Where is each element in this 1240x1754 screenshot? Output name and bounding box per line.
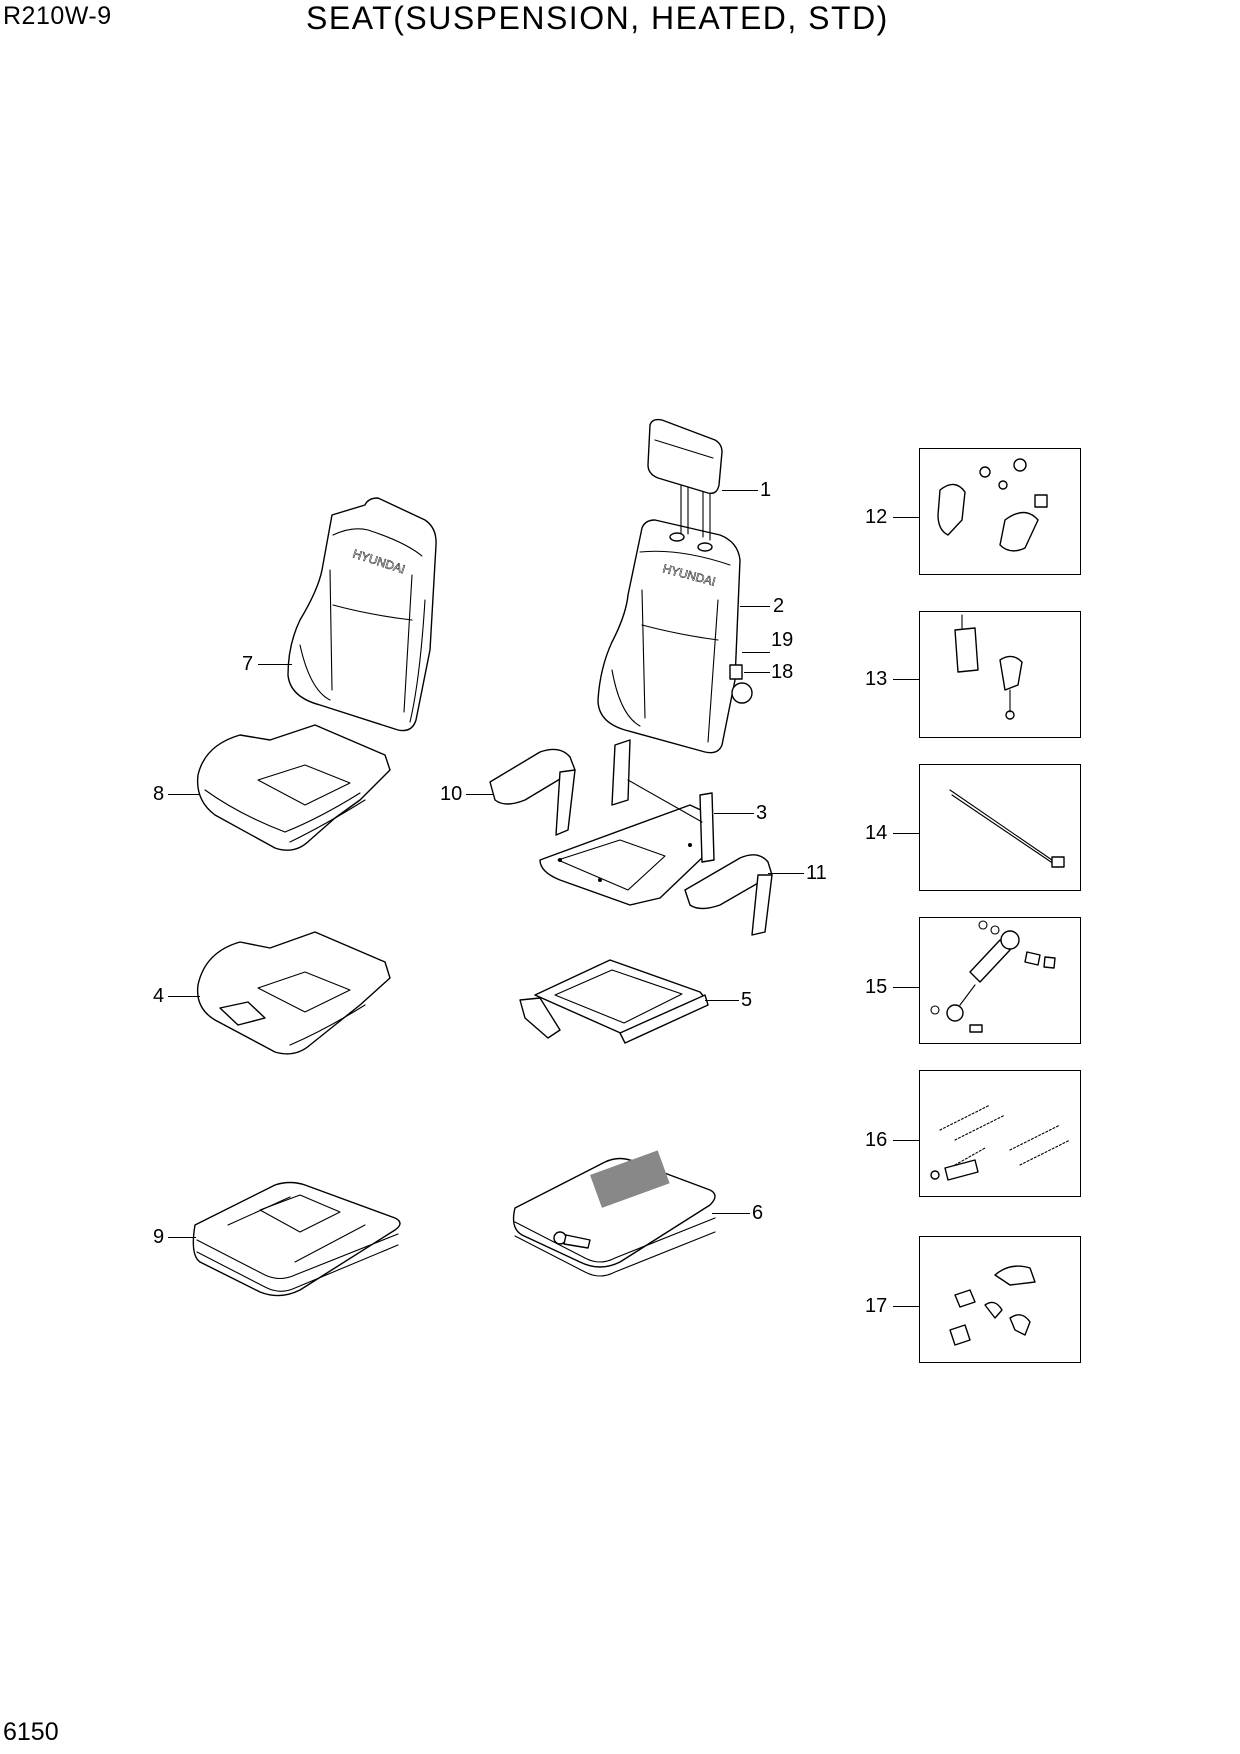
callout-4: 4 xyxy=(153,985,165,1007)
leader-16 xyxy=(893,1140,919,1141)
part-3-seat-frame xyxy=(539,739,715,906)
detail-box-13 xyxy=(919,611,1081,738)
detail-box-16 xyxy=(919,1070,1081,1197)
callout-18: 18 xyxy=(771,661,794,683)
leader-2 xyxy=(740,606,770,607)
callout-15: 15 xyxy=(865,976,888,998)
callout-7: 7 xyxy=(242,653,254,675)
page-number: 6150 xyxy=(3,1718,59,1746)
callout-9: 9 xyxy=(153,1226,165,1248)
detail-box-17 xyxy=(919,1236,1081,1363)
callout-1: 1 xyxy=(760,479,772,501)
leader-9 xyxy=(168,1237,196,1238)
leader-8 xyxy=(168,794,200,795)
part-11-armrest-right xyxy=(684,854,773,936)
part-4-seat-cushion xyxy=(196,931,391,1055)
callout-13: 13 xyxy=(865,668,888,690)
leader-15 xyxy=(893,987,919,988)
leader-4 xyxy=(168,996,200,997)
leader-5 xyxy=(705,1000,739,1001)
leader-10 xyxy=(466,794,494,795)
detail-box-14 xyxy=(919,764,1081,891)
leader-12 xyxy=(893,517,919,518)
callout-5: 5 xyxy=(741,989,753,1011)
callout-10: 10 xyxy=(440,783,463,805)
callout-19: 19 xyxy=(771,629,794,651)
part-6-heated-base xyxy=(512,1150,716,1277)
callout-14: 14 xyxy=(865,822,888,844)
callout-16: 16 xyxy=(865,1129,888,1151)
leader-7 xyxy=(258,664,292,665)
detail-box-15 xyxy=(919,917,1081,1044)
callout-8: 8 xyxy=(153,783,165,805)
callout-11: 11 xyxy=(806,862,827,884)
leader-3 xyxy=(714,813,754,814)
detail-box-12 xyxy=(919,448,1081,575)
leader-1 xyxy=(722,490,758,491)
leader-18 xyxy=(744,672,770,673)
part-10-armrest-left xyxy=(489,748,576,836)
page-title: SEAT(SUSPENSION, HEATED, STD) xyxy=(306,0,889,36)
part-5-slide-rails xyxy=(519,959,709,1044)
part-1-headrest xyxy=(647,418,723,541)
leader-13 xyxy=(893,679,919,680)
callout-6: 6 xyxy=(752,1202,764,1224)
leader-17 xyxy=(893,1306,919,1307)
part-8-seat-cushion xyxy=(196,724,391,851)
callout-12: 12 xyxy=(865,506,888,528)
callout-17: 17 xyxy=(865,1295,888,1317)
model-number: R210W-9 xyxy=(3,2,112,30)
callout-2: 2 xyxy=(773,595,785,617)
leader-14 xyxy=(893,833,919,834)
part-7-seat-back: HYUNDAI xyxy=(287,497,437,732)
leader-6 xyxy=(712,1213,750,1214)
leader-19 xyxy=(742,652,770,653)
part-2-seat-back: HYUNDAI xyxy=(597,519,753,754)
callout-3: 3 xyxy=(756,802,768,824)
part-9-suspension-base xyxy=(192,1181,401,1297)
leader-11 xyxy=(768,873,804,874)
